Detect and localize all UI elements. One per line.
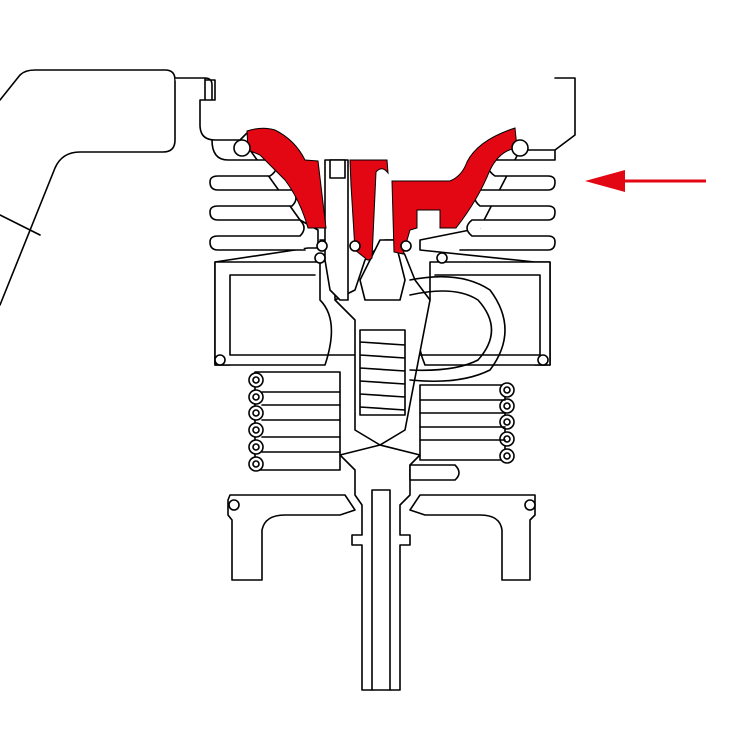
coil-turn [503,452,511,460]
cooling-fins-right [459,149,556,251]
coil-turn [252,393,260,401]
heating-coils [248,371,515,472]
indicator-arrow [585,170,706,192]
highlighted-gasket [233,127,529,264]
cooling-fins-left [209,139,306,251]
gasket-right [391,127,518,255]
coil-turn [503,386,511,394]
coil-turn [252,460,260,468]
gasket-left [246,127,327,229]
coil-turn [252,443,260,451]
coil-turn [252,409,260,417]
handle-arm [0,69,176,306]
portafilter-ring [227,494,536,581]
bypass-tube [409,275,506,481]
coil-turn [252,376,260,384]
gasket-center [349,159,389,261]
coil-turn [252,426,260,434]
coil-turn [503,418,511,426]
coil-turn [503,402,511,410]
group-head-body [174,77,576,366]
spring [359,329,406,416]
valve-stem [319,159,431,691]
coil-turn [503,435,511,443]
boiler-chamber [214,261,333,366]
